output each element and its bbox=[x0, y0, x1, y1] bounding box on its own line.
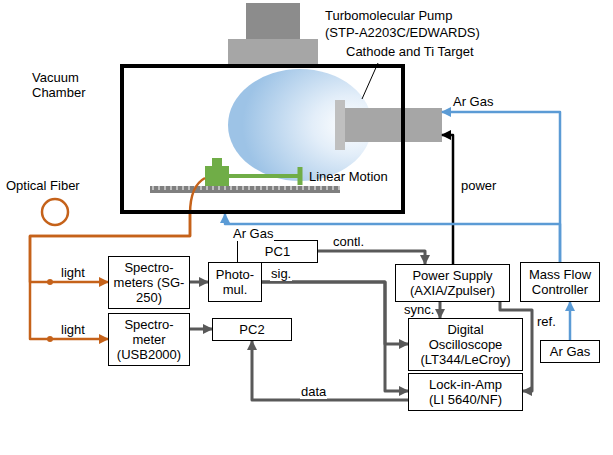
spectrometer-box: Spectro- meter (USB2000) bbox=[108, 313, 190, 366]
part-label: Cathode and Ti Target bbox=[345, 44, 475, 59]
computer-box: PC1 bbox=[237, 240, 318, 263]
node-text: Mass Flow Controller bbox=[525, 267, 595, 297]
node-text: Power Supply (AXIA/Zpulser) bbox=[400, 268, 505, 298]
gas-line bbox=[569, 302, 572, 340]
linear-rail bbox=[150, 186, 340, 193]
pump-part: Turbomolecular Pump(STP-A2203C/EDWARDS) bbox=[228, 3, 318, 64]
gas-line bbox=[225, 214, 560, 262]
motion-handle bbox=[298, 167, 303, 185]
flow-controller-box: Mass Flow Controller bbox=[520, 262, 600, 302]
edge-label: Ar Gas bbox=[232, 226, 274, 241]
gas-source-box: Ar Gas bbox=[540, 340, 600, 363]
computer-box: PC2 bbox=[212, 318, 292, 341]
probe-stage bbox=[205, 166, 229, 186]
node-text: Spectro- meters (SG-250) bbox=[113, 260, 185, 305]
part-label: Turbomolecular Pump bbox=[325, 8, 452, 23]
photomultiplier-box: Photo- mul. bbox=[208, 262, 262, 302]
fiber-coil bbox=[42, 199, 68, 225]
ti-target bbox=[335, 100, 345, 150]
signal-arrow bbox=[318, 251, 425, 264]
pump-top bbox=[246, 3, 300, 39]
node-text: Spectro- meter (USB2000) bbox=[113, 317, 185, 362]
node-text: Lock-in-Amp (LI 5640/NF) bbox=[423, 377, 508, 407]
edge-label: data bbox=[300, 384, 327, 399]
oscilloscope-box: Digital Oscilloscope (LT344/LeCroy) bbox=[408, 318, 523, 371]
node-text: Photo- mul. bbox=[213, 267, 257, 297]
motion-rod bbox=[229, 174, 300, 178]
part-label: Linear Motion bbox=[308, 169, 389, 184]
part-label: Optical Fiber bbox=[5, 178, 81, 193]
signal-arrow bbox=[190, 328, 212, 331]
edge-label: Ar Gas bbox=[452, 94, 494, 109]
edge-label: sync. bbox=[403, 302, 435, 317]
node-text: PC2 bbox=[217, 322, 287, 337]
probe-head bbox=[212, 158, 222, 166]
signal-arrow bbox=[442, 135, 453, 264]
fiber-inner bbox=[190, 178, 205, 214]
lockin-amp-box: Lock-in-Amp (LI 5640/NF) bbox=[408, 373, 523, 411]
power-supply-box: Power Supply (AXIA/Zpulser) bbox=[395, 264, 510, 302]
edge-label: contl. bbox=[332, 234, 365, 249]
edge-label: light bbox=[60, 265, 86, 280]
signal-arrow bbox=[190, 281, 208, 284]
node-text: PC1 bbox=[242, 244, 313, 259]
spectrometer-box: Spectro- meters (SG-250) bbox=[108, 256, 190, 309]
part-label: Vacuum Chamber bbox=[32, 70, 114, 100]
node-text: Ar Gas bbox=[545, 344, 595, 359]
signal-arrow bbox=[252, 341, 408, 400]
signal-arrow bbox=[439, 302, 442, 318]
gas-line bbox=[442, 112, 560, 262]
leader-line bbox=[362, 63, 378, 99]
edge-label: ref. bbox=[536, 314, 557, 329]
edge-label: sig. bbox=[270, 266, 292, 281]
edge-label: power bbox=[460, 178, 497, 193]
edge-label: light bbox=[60, 322, 86, 337]
part-label: (STP-A2203C/EDWARDS) bbox=[325, 25, 480, 40]
node-text: Digital Oscilloscope (LT344/LeCroy) bbox=[413, 322, 518, 367]
cathode-body bbox=[345, 108, 442, 142]
pump-base bbox=[228, 39, 318, 64]
vacuum-chamber: Vacuum Chamber bbox=[120, 64, 405, 214]
